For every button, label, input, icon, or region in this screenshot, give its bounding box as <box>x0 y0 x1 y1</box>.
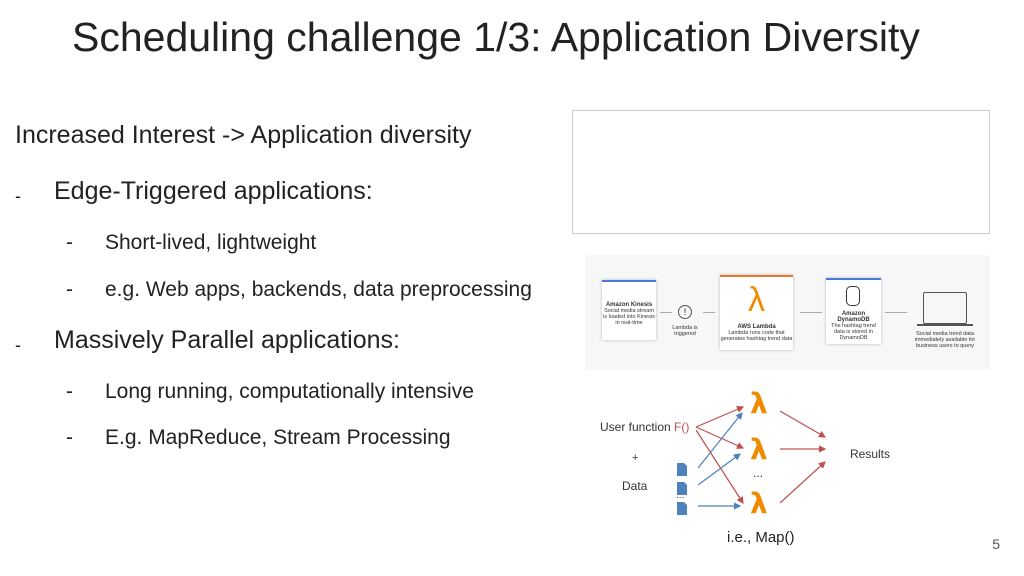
sub-bullet: Long running, computationally intensive <box>105 380 474 403</box>
slide-title: Scheduling challenge 1/3: Application Di… <box>72 14 920 60</box>
dynamodb-desc: The hashtag trend data is stored in Dyna… <box>831 323 876 341</box>
empty-image-placeholder <box>572 110 990 234</box>
kinesis-desc: Social media stream is loaded into Kines… <box>603 308 655 326</box>
data-arrows <box>697 412 743 510</box>
lambda-icon: λ <box>748 281 765 319</box>
function-arrows <box>695 406 827 505</box>
bullet-massively-parallel: Massively Parallel applications: <box>54 326 400 354</box>
bullet-dash: - <box>15 186 21 206</box>
lambda-card: λ AWS Lambda Lambda runs code that gener… <box>720 275 793 350</box>
results-label: Results <box>850 447 890 461</box>
data-label: Data <box>622 479 648 493</box>
kinesis-card: Amazon Kinesis Social media stream is lo… <box>602 280 656 340</box>
sub-bullet: E.g. MapReduce, Stream Processing <box>105 426 451 449</box>
trigger-icon: ! <box>678 305 692 319</box>
bullet-dash: - <box>15 335 21 355</box>
result-label: Social media trend data immediately avai… <box>914 331 976 349</box>
intro-text: Increased Interest -> Application divers… <box>15 121 472 149</box>
lambda-title: AWS Lambda <box>737 324 776 330</box>
kinesis-title: Amazon Kinesis <box>605 302 653 308</box>
laptop-chart-icon <box>923 292 967 324</box>
dynamodb-title: Amazon DynamoDB <box>837 311 870 323</box>
trigger-label: Lambda is triggered <box>672 325 698 337</box>
sub-bullet-dash: - <box>66 426 73 449</box>
sub-bullet: Short-lived, lightweight <box>105 231 317 254</box>
map-caption: i.e., Map() <box>727 529 795 546</box>
lambda-icon: λ <box>750 487 768 520</box>
page-number: 5 <box>992 536 1000 552</box>
lambda-icon: λ <box>750 387 768 420</box>
data-file-icons <box>677 463 687 515</box>
sub-bullet-dash: - <box>66 278 73 301</box>
bullet-edge-triggered: Edge-Triggered applications: <box>54 177 373 205</box>
function-label: F() <box>674 420 689 434</box>
lambda-ellipsis: ... <box>753 466 763 480</box>
sub-bullet-dash: - <box>66 380 73 403</box>
data-ellipsis: ... <box>676 490 684 501</box>
user-function-label: User function <box>600 420 671 434</box>
database-icon <box>846 286 860 306</box>
sub-bullet-dash: - <box>66 231 73 254</box>
map-diagram: User function F() + Data ... λ λ λ ... R… <box>600 387 890 546</box>
lambda-icon: λ <box>750 433 768 466</box>
lambda-desc: Lambda runs code that generates hashtag … <box>720 330 793 342</box>
sub-bullet: e.g. Web apps, backends, data preprocess… <box>105 278 532 301</box>
aws-lambda-diagram: Amazon Kinesis Social media stream is lo… <box>585 255 990 370</box>
dynamodb-card: Amazon DynamoDB The hashtag trend data i… <box>826 278 881 344</box>
plus-label: + <box>632 452 638 464</box>
